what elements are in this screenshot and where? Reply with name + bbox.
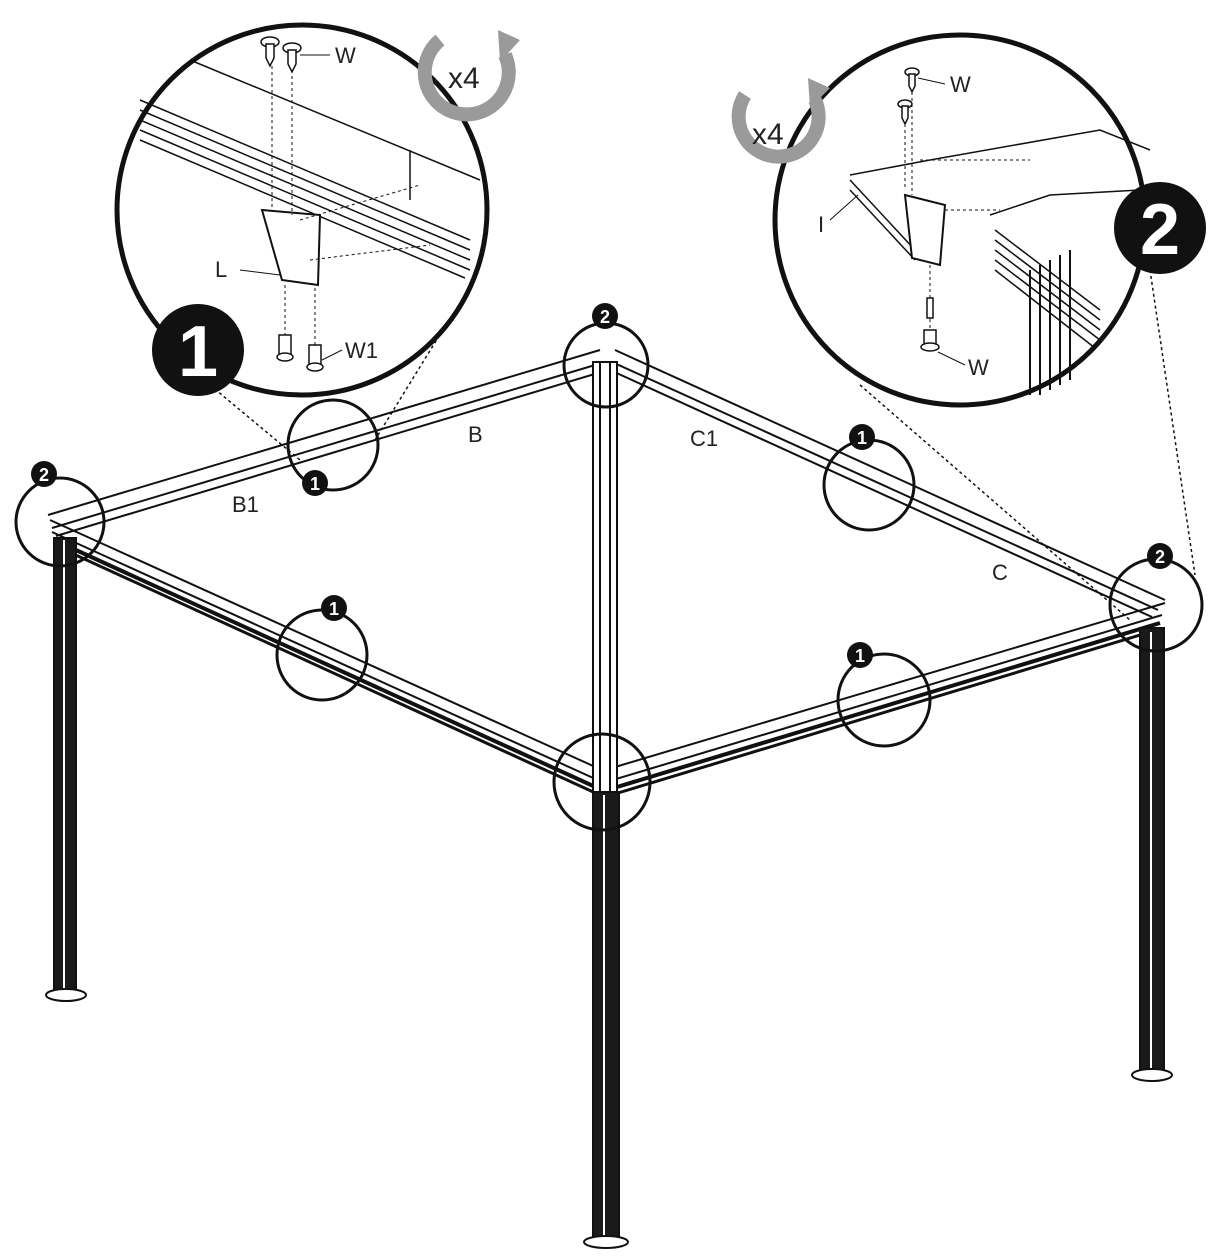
post-right <box>1131 627 1173 1082</box>
marker-1-front-left: 1 <box>321 595 347 621</box>
detail-1-screws-w1 <box>276 334 324 372</box>
marker-1-beam-c1: 1 <box>849 424 875 450</box>
svg-text:1: 1 <box>329 599 339 619</box>
detail-2: W I W x4 2 <box>731 32 1206 408</box>
detail-1-rotate-icon: x4 <box>417 30 520 122</box>
detail-1-label-l: L <box>215 257 227 282</box>
label-c1: C1 <box>690 426 718 451</box>
svg-text:1: 1 <box>178 312 218 392</box>
marker-2-top: 2 <box>592 303 618 329</box>
detail-2-screws-w-top <box>897 67 920 126</box>
beam-front-left <box>49 519 603 798</box>
svg-text:1: 1 <box>310 474 320 494</box>
beam-c <box>609 349 1166 618</box>
detail-2-badge: 2 <box>1114 182 1206 274</box>
detail-2-label-w-top: W <box>950 72 971 97</box>
marker-1-beam-b: 1 <box>302 470 328 496</box>
callout-corner-front <box>552 732 652 832</box>
detail-2-beam <box>849 129 1151 349</box>
callout-corner-left <box>14 476 106 568</box>
detail-2-post <box>1029 250 1071 395</box>
detail-2-repeat: x4 <box>752 118 784 151</box>
callout-beam-c1 <box>822 438 916 532</box>
detail-2-screws-w-bottom <box>920 297 940 352</box>
detail-1-screws-w <box>260 36 302 74</box>
detail-2-bracket <box>903 193 947 267</box>
detail-2-label-leaders <box>829 77 966 366</box>
post-left <box>45 537 87 1002</box>
callout-beam-b <box>286 398 380 492</box>
marker-1-front-right: 1 <box>847 642 873 668</box>
detail-1-guides <box>271 60 431 345</box>
svg-text:1: 1 <box>855 646 865 666</box>
callout-beam-front-right <box>836 652 932 748</box>
detail-1: W L W1 x4 1 <box>114 22 520 398</box>
marker-2-left: 2 <box>31 461 57 487</box>
label-b1: B1 <box>232 492 259 517</box>
detail-1-badge: 1 <box>152 304 244 396</box>
post-back <box>592 361 618 833</box>
detail-1-bracket <box>260 208 322 287</box>
svg-text:1: 1 <box>857 428 867 448</box>
detail-1-label-leaders <box>239 54 343 361</box>
svg-text:2: 2 <box>600 307 610 327</box>
small-markers: 2 2 2 1 1 1 1 <box>31 303 1173 668</box>
label-b: B <box>468 422 483 447</box>
beam-b <box>47 349 609 537</box>
svg-text:2: 2 <box>1140 190 1180 270</box>
svg-text:2: 2 <box>39 465 49 485</box>
svg-text:2: 2 <box>1155 547 1165 567</box>
detail-2-rotate-icon: x4 <box>731 78 830 164</box>
label-c: C <box>992 560 1008 585</box>
callout-circles <box>14 321 1204 832</box>
detail-1-beam <box>139 59 481 279</box>
posts <box>45 361 1173 1249</box>
beam-labels: B B1 C1 C <box>232 422 1008 585</box>
marker-2-right: 2 <box>1147 543 1173 569</box>
roof-frame <box>47 349 1166 798</box>
beam-front-right <box>604 602 1166 798</box>
detail-2-label-i: I <box>818 212 824 237</box>
detail-1-label-w1: W1 <box>345 338 378 363</box>
detail-2-label-w-bottom: W <box>968 355 989 380</box>
detail-1-label-w: W <box>335 43 356 68</box>
detail-1-repeat: x4 <box>448 62 480 95</box>
post-front <box>583 791 629 1249</box>
